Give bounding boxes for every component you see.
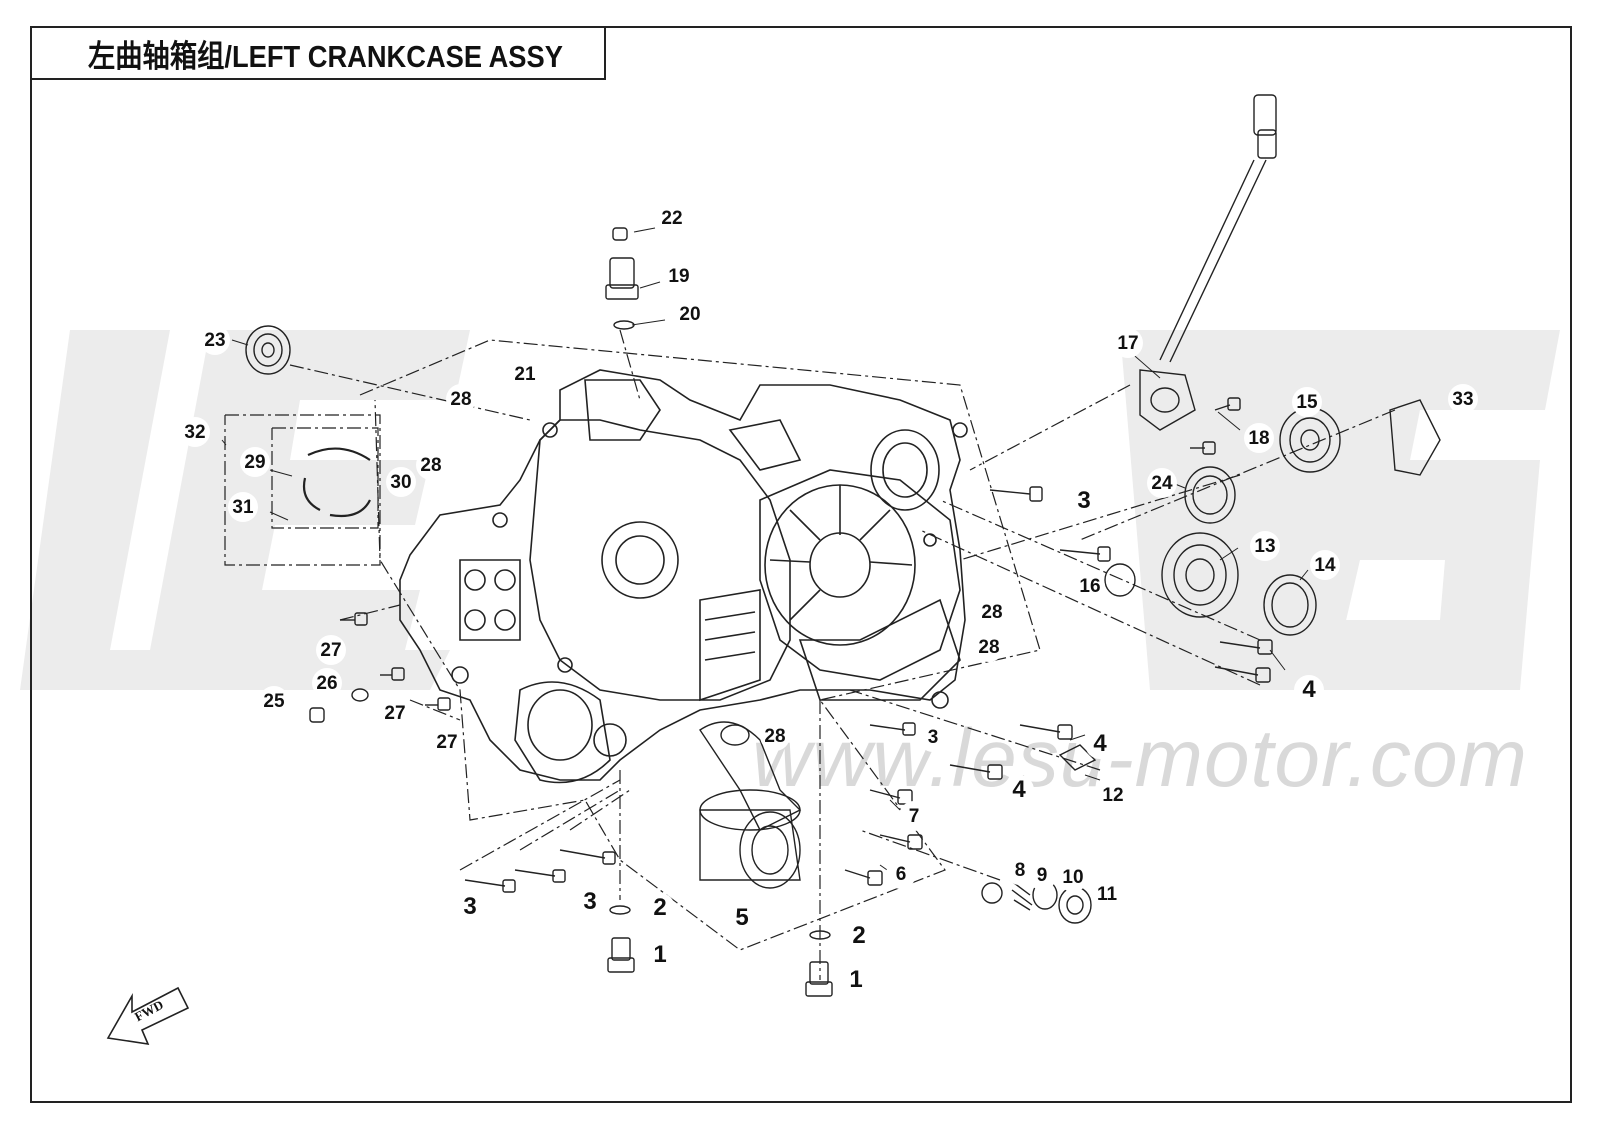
- callout-21: 21: [510, 359, 540, 389]
- callout-9: 9: [1027, 860, 1057, 890]
- watermark-url: www.lesu-motor.com: [752, 713, 1528, 804]
- callout-29: 29: [240, 447, 270, 477]
- callout-27-a: 27: [316, 635, 346, 665]
- callout-7: 7: [899, 801, 929, 831]
- callout-4-a: 4: [1294, 675, 1324, 705]
- crankcase-body: [399, 369, 968, 784]
- callout-23: 23: [200, 325, 230, 355]
- callout-32: 32: [180, 417, 210, 447]
- callout-15: 15: [1292, 387, 1322, 417]
- callout-16: 16: [1075, 571, 1105, 601]
- callout-25: 25: [259, 686, 289, 716]
- callout-28-d: 28: [974, 632, 1004, 662]
- bearing-23: [245, 325, 291, 375]
- callout-30: 30: [386, 467, 416, 497]
- callout-3-d: 3: [575, 887, 605, 917]
- pressure-sensor: [605, 227, 639, 330]
- callout-2-b: 2: [844, 921, 874, 951]
- callout-3-b: 3: [918, 722, 948, 752]
- callout-17: 17: [1113, 328, 1143, 358]
- wiring-harness: [1139, 94, 1277, 431]
- bushing-halves: [302, 447, 371, 518]
- callout-22: 22: [657, 203, 687, 233]
- callout-4-c: 4: [1004, 775, 1034, 805]
- callout-3-a: 3: [1069, 486, 1099, 516]
- callout-12: 12: [1098, 780, 1128, 810]
- page-title: 左曲轴箱组/LEFT CRANKCASE ASSY: [88, 38, 563, 74]
- diagram-frame: [30, 26, 1572, 1103]
- callout-4-b: 4: [1085, 729, 1115, 759]
- fwd-arrow: [106, 986, 190, 1046]
- callout-13: 13: [1250, 531, 1280, 561]
- callout-6: 6: [886, 859, 916, 889]
- callout-2-a: 2: [645, 893, 675, 923]
- callout-24: 24: [1147, 468, 1177, 498]
- callout-5: 5: [727, 903, 757, 933]
- callout-27-b: 27: [380, 698, 410, 728]
- callout-19: 19: [664, 261, 694, 291]
- oil-filter-assembly: [699, 721, 802, 889]
- callout-18: 18: [1244, 423, 1274, 453]
- callout-28-a: 28: [446, 384, 476, 414]
- title-box: 左曲轴箱组/LEFT CRANKCASE ASSY: [30, 26, 606, 80]
- callout-28-e: 28: [760, 721, 790, 751]
- callout-20: 20: [675, 299, 705, 329]
- callout-14: 14: [1310, 550, 1340, 580]
- callout-3-c: 3: [455, 892, 485, 922]
- callout-10: 10: [1058, 862, 1088, 892]
- callout-28-b: 28: [416, 450, 446, 480]
- callout-27-c: 27: [432, 727, 462, 757]
- right-bearings: [1104, 399, 1441, 636]
- callout-28-c: 28: [977, 597, 1007, 627]
- callout-1-b: 1: [841, 965, 871, 995]
- callout-11: 11: [1092, 879, 1122, 909]
- drain-plugs: [607, 905, 833, 997]
- clip-12: [1058, 744, 1097, 771]
- callout-33: 33: [1448, 384, 1478, 414]
- leader-lines: [221, 227, 1309, 873]
- callout-26: 26: [312, 668, 342, 698]
- callout-1-a: 1: [645, 940, 675, 970]
- callout-31: 31: [228, 492, 258, 522]
